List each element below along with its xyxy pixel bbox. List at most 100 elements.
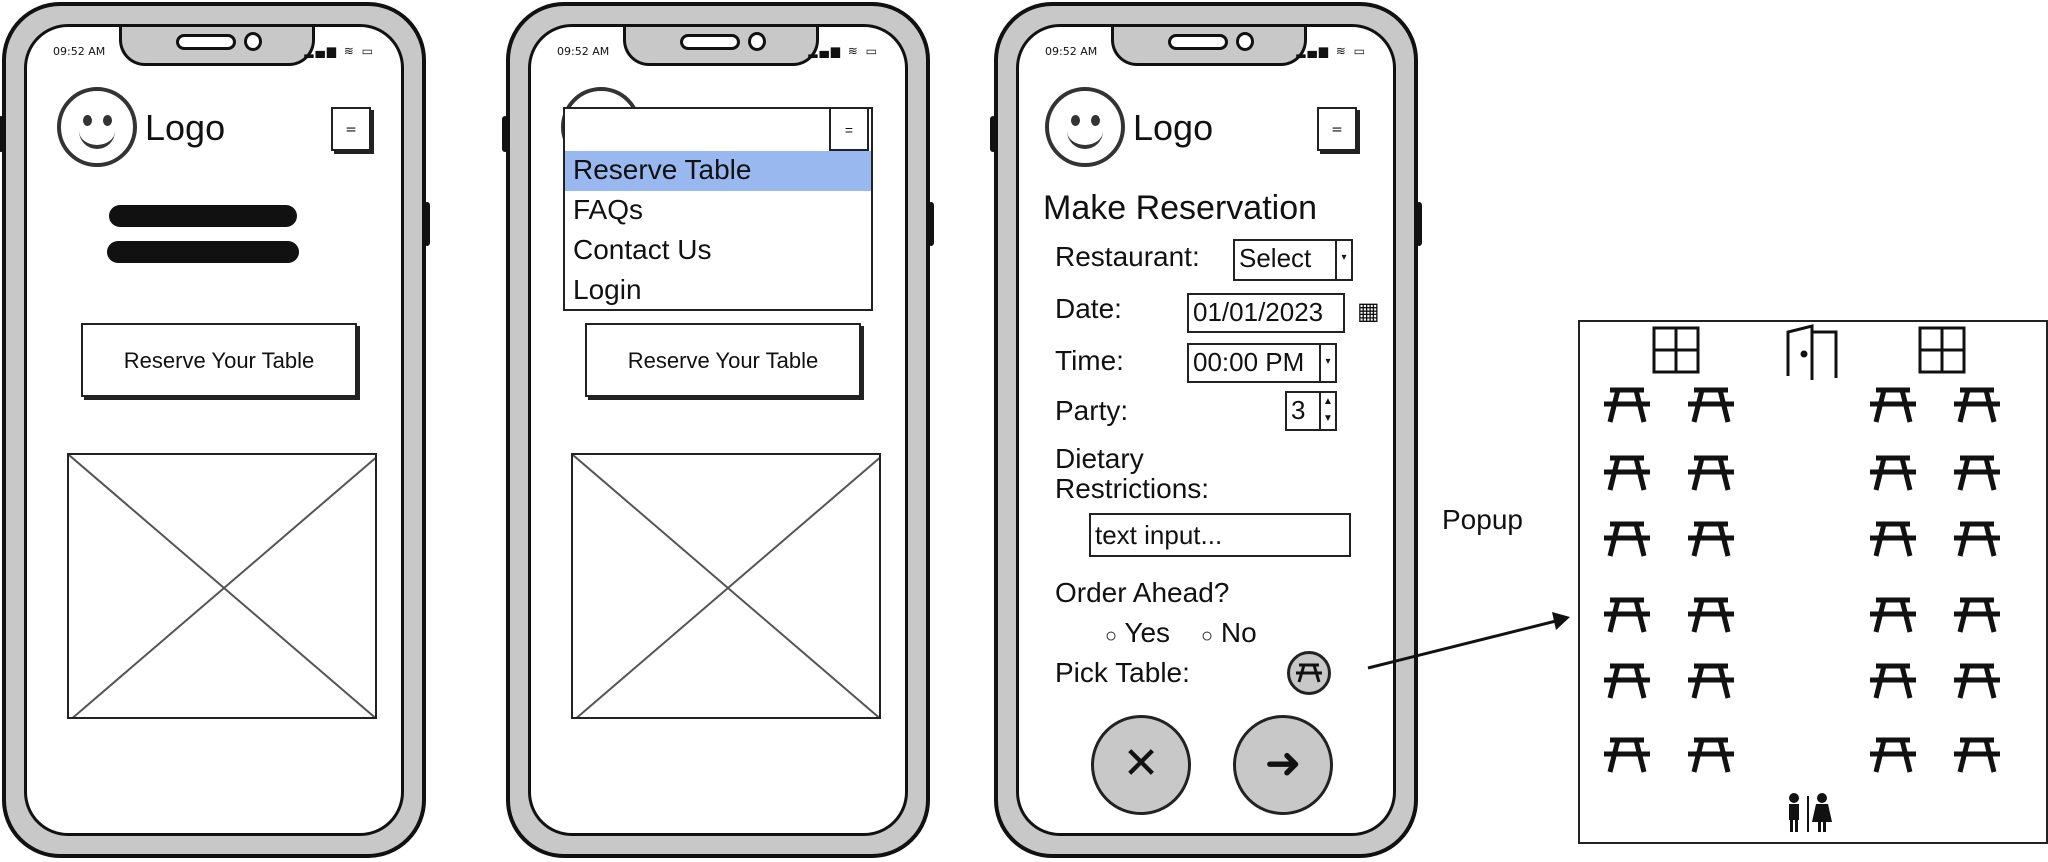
hamburger-menu-button[interactable]: = [829, 107, 869, 151]
table-icon[interactable] [1686, 592, 1736, 636]
table-icon[interactable] [1952, 658, 2002, 702]
party-label: Party: [1055, 395, 1129, 426]
phone-frame-menu: 09:52 AM ▂▄▆ ≋ ▭ Reserve Table FAQs Cont… [502, 2, 934, 858]
restroom-icon [1789, 793, 1832, 832]
dietary-label: Dietary [1055, 443, 1144, 474]
camera-icon [1236, 32, 1254, 51]
speaker-icon [1168, 34, 1228, 50]
radio-yes-label: Yes [1124, 617, 1171, 648]
table-icon[interactable] [1868, 658, 1918, 702]
time-select[interactable]: 00:00 PM ▾ [1187, 343, 1337, 383]
table-icon[interactable] [1868, 450, 1918, 494]
cancel-button[interactable]: ✕ [1091, 715, 1191, 815]
logo-smiley-icon[interactable] [57, 87, 137, 167]
phone-side-button [0, 116, 4, 152]
speaker-icon [176, 34, 236, 50]
radio-circle-icon: ○ [1105, 625, 1118, 647]
menu-item-contact-us[interactable]: Contact Us [573, 234, 712, 265]
table-icon[interactable] [1602, 732, 1652, 776]
door-icon [1786, 324, 1838, 380]
table-icon[interactable] [1602, 516, 1652, 560]
radio-yes[interactable]: ○ Yes [1105, 617, 1170, 649]
time-label: Time: [1055, 345, 1124, 376]
menu-item-login[interactable]: Login [573, 274, 642, 305]
table-icon[interactable] [1602, 592, 1652, 636]
floor-plan-svg [1652, 324, 1966, 380]
hero-image-placeholder [67, 453, 377, 719]
table-icon[interactable] [1952, 732, 2002, 776]
radio-no-label: No [1220, 617, 1257, 648]
signal-wifi-battery-icon: ▂▄▆ ≋ ▭ [808, 44, 879, 58]
window-icon [1652, 326, 1700, 374]
navigation-dropdown-menu: Reserve Table FAQs Contact Us Login = [563, 107, 873, 311]
menu-item-faqs[interactable]: FAQs [573, 194, 644, 225]
table-icon[interactable] [1686, 450, 1736, 494]
calendar-icon[interactable]: ▦ [1357, 297, 1380, 325]
table-icon[interactable] [1952, 382, 2002, 426]
phone-side-button [1416, 202, 1422, 246]
phone-side-button [928, 202, 934, 246]
pick-table-label: Pick Table: [1055, 657, 1190, 688]
phone-side-button [502, 116, 508, 152]
table-icon[interactable] [1602, 382, 1652, 426]
signal-wifi-battery-icon: ▂▄▆ ≋ ▭ [1296, 44, 1367, 58]
picnic-table-icon [1296, 663, 1322, 683]
reserve-your-table-button[interactable]: Reserve Your Table [81, 323, 357, 397]
phone-notch [119, 27, 315, 66]
phone-side-button [990, 116, 996, 152]
chevron-down-icon: ▾ [1319, 345, 1335, 381]
table-icon[interactable] [1686, 658, 1736, 702]
menu-open-screen: 09:52 AM ▂▄▆ ≋ ▭ Reserve Table FAQs Cont… [528, 24, 908, 836]
date-label: Date: [1055, 293, 1122, 324]
party-stepper[interactable]: 3 ▲▼ [1285, 391, 1337, 431]
restaurant-label: Restaurant: [1055, 241, 1200, 272]
table-icon[interactable] [1868, 592, 1918, 636]
dietary-restrictions-input[interactable]: text input... [1089, 513, 1351, 557]
popup-arrow [1367, 612, 1570, 670]
party-stepper-value: 3 [1291, 395, 1306, 425]
hamburger-menu-button[interactable]: = [331, 107, 371, 151]
logo-text: Logo [145, 107, 226, 148]
table-icon[interactable] [1868, 516, 1918, 560]
table-icon[interactable] [1686, 732, 1736, 776]
phone-notch [1111, 27, 1307, 66]
menu-item-reserve-table[interactable]: Reserve Table [565, 151, 871, 191]
radio-no[interactable]: ○ No [1201, 617, 1257, 649]
phone-frame-reservation: 09:52 AM ▂▄▆ ≋ ▭ Logo = Make Reservation… [990, 2, 1422, 858]
next-button[interactable]: ➜ [1233, 715, 1333, 815]
popup-label: Popup [1442, 504, 1523, 535]
table-icon[interactable] [1686, 516, 1736, 560]
camera-icon [244, 32, 262, 51]
pick-table-button[interactable] [1287, 651, 1331, 695]
dietary-label-line2: Restrictions: [1055, 473, 1210, 504]
date-field-value: 01/01/2023 [1193, 297, 1324, 327]
table-icon[interactable] [1952, 516, 2002, 560]
table-icon[interactable] [1602, 658, 1652, 702]
hamburger-menu-button[interactable]: = [1317, 107, 1357, 151]
date-field[interactable]: 01/01/2023 [1187, 293, 1345, 333]
reservation-screen: 09:52 AM ▂▄▆ ≋ ▭ Logo = Make Reservation… [1016, 24, 1396, 836]
page-title: Make Reservation [1043, 189, 1318, 227]
phone-frame-home: 09:52 AM ▂▄▆ ≋ ▭ Logo = Reserve Your Tab… [0, 2, 430, 858]
hero-image-placeholder [571, 453, 881, 719]
home-screen: 09:52 AM ▂▄▆ ≋ ▭ Logo = Reserve Your Tab… [24, 24, 404, 836]
camera-icon [748, 32, 766, 51]
radio-circle-icon: ○ [1201, 625, 1214, 647]
stepper-arrows-icon[interactable]: ▲▼ [1319, 393, 1335, 429]
restaurant-select[interactable]: Select ▾ [1233, 239, 1353, 281]
table-icon[interactable] [1868, 732, 1918, 776]
table-icon[interactable] [1602, 450, 1652, 494]
status-time: 09:52 AM [1045, 45, 1098, 58]
order-ahead-label: Order Ahead? [1055, 577, 1230, 608]
table-picker-popup [1578, 320, 2048, 844]
tagline-scribble [107, 241, 299, 263]
table-icon[interactable] [1952, 592, 2002, 636]
signal-wifi-battery-icon: ▂▄▆ ≋ ▭ [304, 44, 375, 58]
status-time: 09:52 AM [557, 45, 610, 58]
logo-smiley-icon[interactable] [1045, 87, 1125, 167]
table-icon[interactable] [1868, 382, 1918, 426]
table-icon[interactable] [1686, 382, 1736, 426]
reserve-your-table-button[interactable]: Reserve Your Table [585, 323, 861, 397]
speaker-icon [680, 34, 740, 50]
table-icon[interactable] [1952, 450, 2002, 494]
